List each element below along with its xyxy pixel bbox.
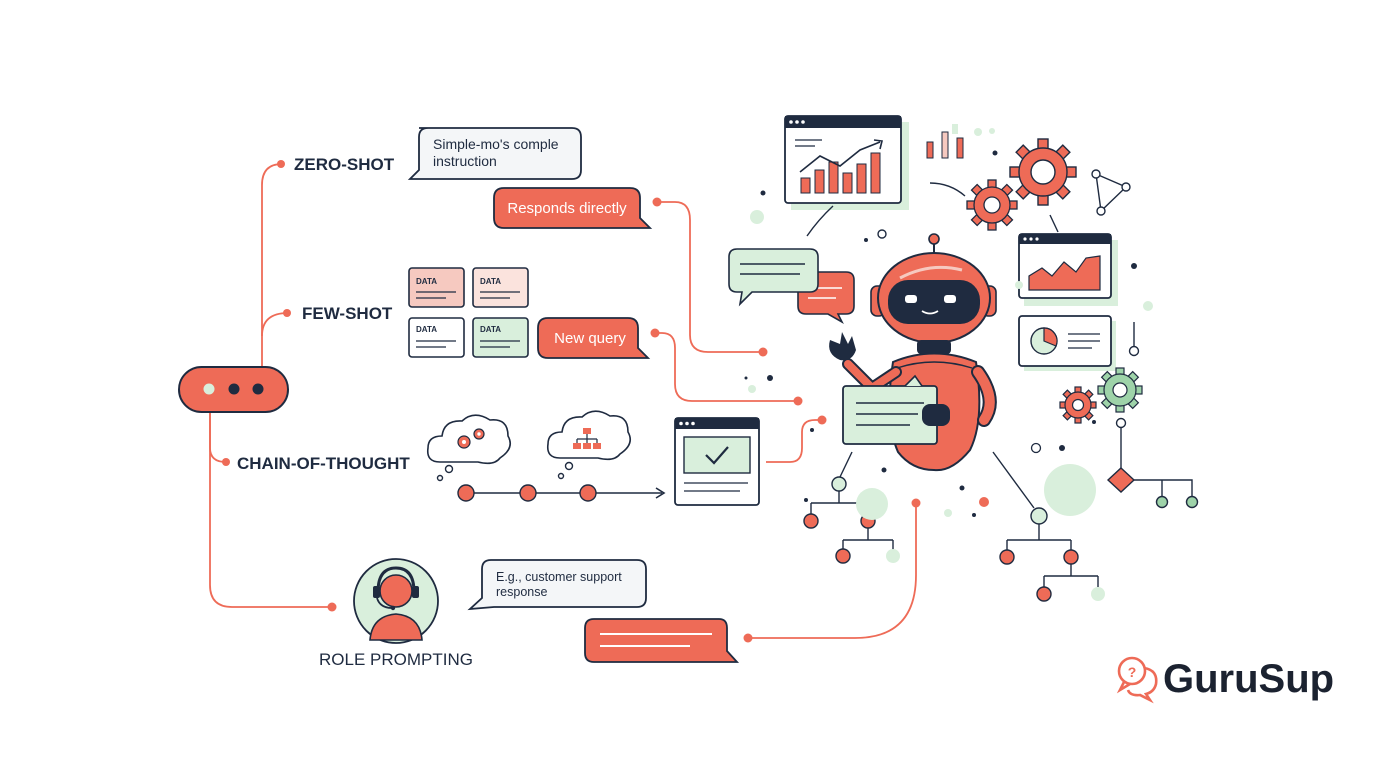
brand-name: GuruSup — [1163, 657, 1334, 701]
gear-large-icon — [1009, 138, 1077, 206]
bar-chart-window-icon — [784, 115, 909, 210]
few-shot-node — [283, 309, 291, 317]
example-bubble: E.g., customer support response — [467, 559, 647, 611]
robot-assistant-icon — [829, 233, 997, 472]
chat-question-icon — [1116, 656, 1158, 704]
svg-text:DATA: DATA — [416, 277, 437, 286]
few-shot-label: FEW-SHOT — [302, 304, 393, 323]
mini-bars-icon — [926, 124, 964, 159]
gear-small-green-icon — [1097, 367, 1143, 413]
decorative-dots — [744, 128, 1153, 520]
role-node — [327, 602, 337, 612]
svg-text:?: ? — [1128, 664, 1137, 680]
gear-small-coral-icon — [1059, 386, 1097, 424]
verified-window-icon — [674, 417, 760, 506]
data-cards: DATA DATA DATA DATA — [408, 267, 529, 358]
data-card-3: DATA — [408, 317, 465, 358]
reasoning-steps — [457, 484, 666, 502]
gear-medium-icon — [966, 179, 1018, 231]
response-bubble-text: Responds directly — [507, 200, 627, 217]
robot-chat-bubbles-icon — [728, 248, 855, 325]
response-bubble: Responds directly — [493, 187, 653, 229]
new-query-text: New query — [554, 330, 626, 347]
svg-text:DATA: DATA — [480, 325, 501, 334]
pin-icons — [1115, 322, 1140, 468]
zero-shot-node — [277, 160, 285, 168]
data-card-1: DATA — [408, 267, 465, 308]
instruction-bubble-text: Simple-mo's comple instruction — [433, 136, 563, 169]
svg-text:DATA: DATA — [480, 277, 501, 286]
decision-tree-icon — [1106, 467, 1199, 509]
zero-shot-label: ZERO-SHOT — [294, 155, 395, 174]
support-agent-avatar — [353, 558, 439, 644]
hierarchy-tree-right-icon — [992, 451, 1105, 602]
thought-cloud-gears-icon — [426, 414, 511, 482]
chain-of-thought-label: CHAIN-OF-THOUGHT — [237, 454, 410, 473]
response-connector — [657, 201, 762, 353]
pie-chart-window-icon — [1018, 315, 1116, 371]
role-prompting-label: ROLE PROMPTING — [319, 650, 473, 669]
example-bubble-text: E.g., customer support response — [496, 570, 625, 599]
data-card-4: DATA — [472, 317, 529, 358]
query-connector — [655, 332, 797, 402]
thought-cloud-hierarchy-icon — [546, 410, 631, 480]
root-pill-icon — [178, 366, 289, 413]
new-query-bubble: New query — [537, 317, 651, 359]
area-chart-window-icon — [1018, 233, 1118, 306]
instruction-bubble: Simple-mo's comple instruction — [407, 127, 582, 180]
svg-text:DATA: DATA — [416, 325, 437, 334]
cot-node — [222, 458, 230, 466]
network-triangle-icon — [1091, 169, 1131, 216]
gurusup-logo: ? GuruSup — [1116, 656, 1334, 704]
reply-bubble — [584, 618, 740, 663]
data-card-2: DATA — [472, 267, 529, 308]
